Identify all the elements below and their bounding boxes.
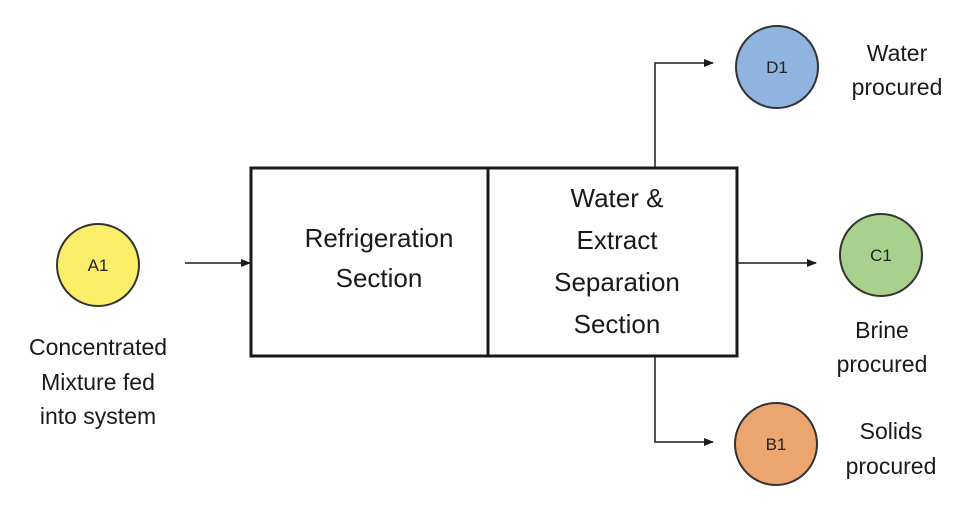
node-b1-circle xyxy=(734,402,818,486)
separation-section: Water & Extract Separation Section xyxy=(554,183,680,339)
refrigeration-section-line2: Section xyxy=(336,263,423,293)
separation-section-line3: Separation xyxy=(554,267,680,297)
node-d1: D1 xyxy=(735,25,819,109)
caption-b1: Solids procured xyxy=(846,418,937,479)
caption-c1: Brine procured xyxy=(837,317,928,377)
caption-c1-line1: Brine xyxy=(855,317,909,343)
node-a1: A1 xyxy=(56,223,140,307)
separation-section-line4: Section xyxy=(574,309,661,339)
node-c1-circle xyxy=(839,213,923,297)
node-a1-circle xyxy=(56,223,140,307)
caption-d1-line2: procured xyxy=(852,74,943,100)
node-c1-label: C1 xyxy=(870,246,892,265)
node-d1-label: D1 xyxy=(766,58,788,77)
refrigeration-section: Refrigeration Section xyxy=(305,223,454,293)
caption-c1-line2: procured xyxy=(837,351,928,377)
caption-a1: Concentrated Mixture fed into system xyxy=(29,334,167,429)
separation-section-line1: Water & xyxy=(571,183,664,213)
caption-a1-line1: Concentrated xyxy=(29,334,167,360)
caption-b1-line2: procured xyxy=(846,453,937,479)
caption-b1-line1: Solids xyxy=(860,418,923,444)
caption-d1: Water procured xyxy=(852,40,943,100)
node-b1: B1 xyxy=(734,402,818,486)
node-d1-circle xyxy=(735,25,819,109)
node-a1-label: A1 xyxy=(88,256,109,275)
node-c1: C1 xyxy=(839,213,923,297)
arrow-box-to-b1 xyxy=(654,357,714,446)
caption-d1-line1: Water xyxy=(867,40,928,66)
caption-a1-line3: into system xyxy=(40,403,156,429)
node-b1-label: B1 xyxy=(766,435,787,454)
separation-section-line2: Extract xyxy=(577,225,659,255)
process-box-outline xyxy=(249,166,739,358)
caption-a1-line2: Mixture fed xyxy=(41,369,155,395)
arrow-box-to-d1 xyxy=(654,59,714,167)
refrigeration-section-line1: Refrigeration xyxy=(305,223,454,253)
